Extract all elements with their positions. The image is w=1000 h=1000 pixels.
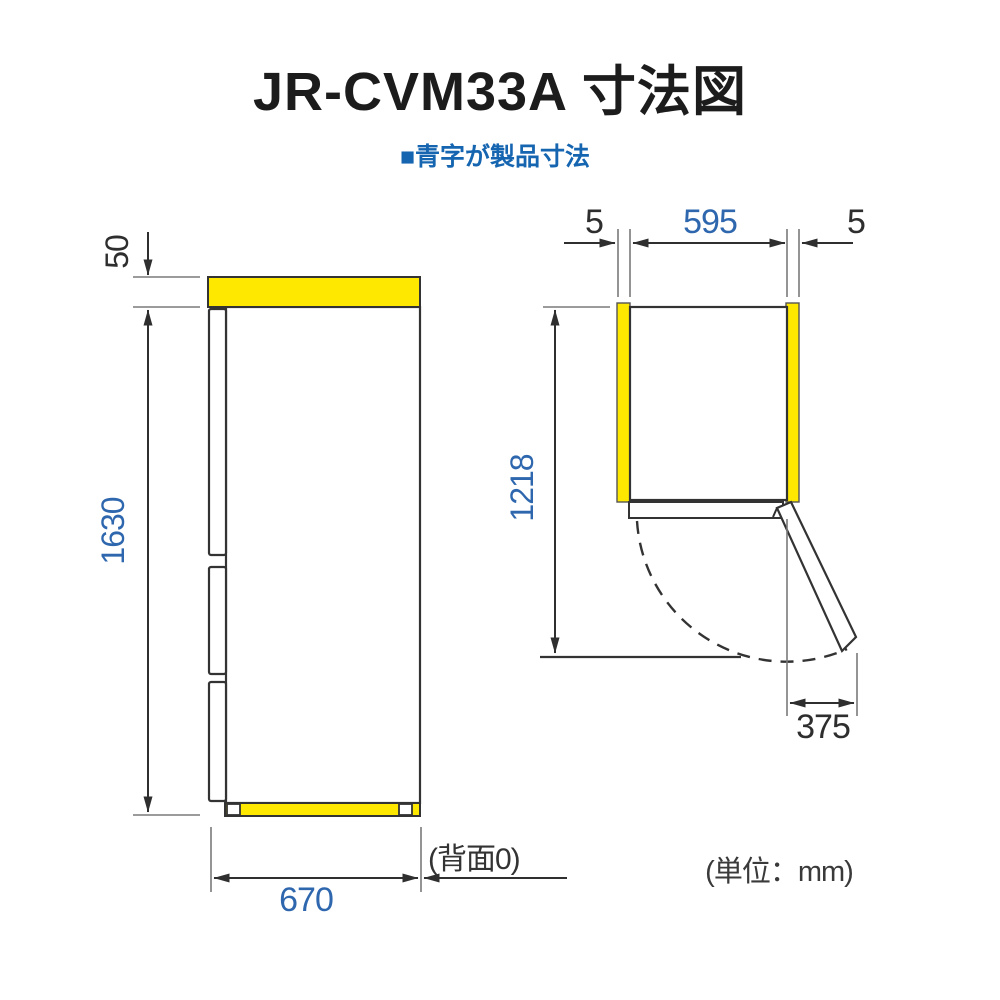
side-top-clearance-highlight — [207, 276, 421, 308]
page-title: JR-CVM33A 寸法図 — [253, 62, 747, 122]
top-view: 5 595 5 1218 375 — [504, 203, 866, 746]
side-drawer-lower-panel — [207, 680, 228, 803]
dim-top-clearance-label: 50 — [99, 235, 135, 269]
dim-depth-label: 670 — [279, 881, 333, 919]
side-foot-left — [226, 803, 241, 816]
dim-right-clearance-label: 5 — [847, 203, 865, 241]
dim-left-clearance-label: 5 — [585, 203, 603, 241]
side-drawer-middle-panel — [207, 565, 228, 676]
side-view: 50 1630 670 (背面0) — [95, 232, 567, 919]
dim-height-label: 1630 — [95, 497, 131, 564]
dim-swing-label: 375 — [796, 708, 850, 746]
dim-width-label: 595 — [683, 203, 737, 241]
legend-note: ■青字が製品寸法 — [400, 142, 590, 171]
side-foot-right — [398, 803, 413, 816]
door-open-outline — [775, 500, 858, 653]
top-cabinet-outline — [628, 305, 789, 502]
unit-note: (単位：mm) — [705, 855, 853, 888]
top-left-clearance-highlight — [616, 302, 631, 503]
door-hinge-notch — [772, 507, 778, 518]
back-clearance-label: (背面0) — [428, 843, 520, 876]
door-swing-arc — [635, 520, 848, 663]
door-closed-outline — [628, 501, 784, 519]
side-base-highlight — [224, 802, 421, 817]
side-door-upper-panel — [207, 307, 228, 557]
side-cabinet-outline — [224, 305, 422, 805]
dim-open-depth-label: 1218 — [504, 454, 540, 521]
